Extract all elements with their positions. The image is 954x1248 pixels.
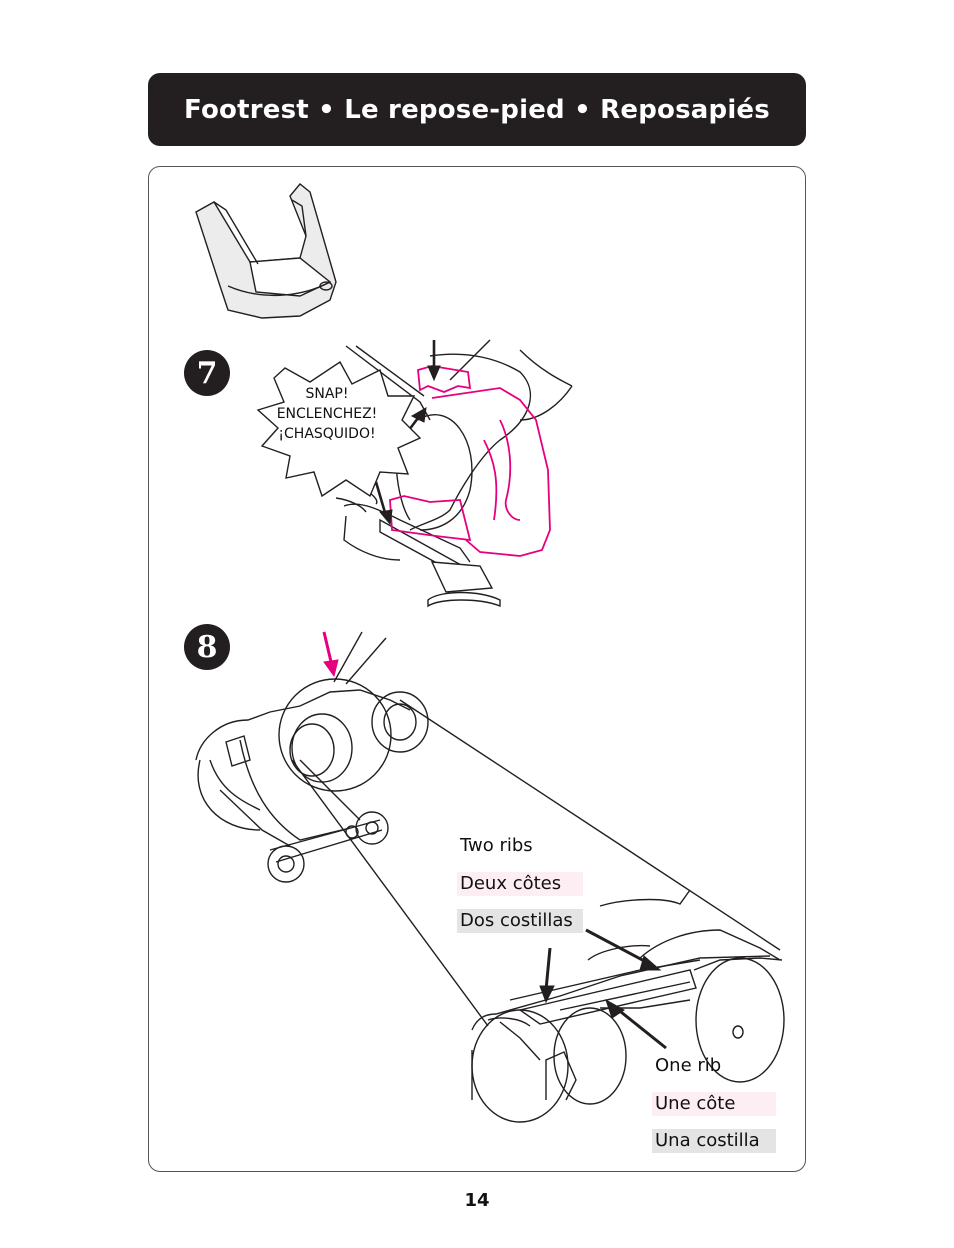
step8-stroller-drawing — [195, 678, 429, 883]
step-8-badge: 8 — [184, 624, 230, 670]
step8-magnify-lines — [291, 631, 781, 1027]
one-rib-label-en: One rib — [655, 1055, 722, 1076]
snap-burst-shape — [256, 360, 422, 498]
section-header: Footrest • Le repose-pied • Reposapiés — [148, 73, 806, 146]
snap-line-en: SNAP! — [305, 386, 349, 402]
step8-detail-arrows — [539, 928, 667, 1050]
step8-detail-drawing — [471, 889, 785, 1123]
footrest-part-drawing — [195, 183, 337, 319]
section-title: Footrest • Le repose-pied • Reposapiés — [184, 94, 770, 125]
illustration-frame — [148, 166, 806, 1172]
page-number: 14 — [464, 1190, 490, 1211]
two-ribs-label-fr: Deux côtes — [457, 872, 583, 896]
one-rib-label-es: Una costilla — [652, 1129, 776, 1153]
two-ribs-label-es: Dos costillas — [457, 909, 583, 933]
one-rib-label-fr: Une côte — [652, 1092, 776, 1116]
two-ribs-label-en: Two ribs — [460, 835, 533, 856]
step8-pink-arrow — [322, 631, 339, 678]
step7-highlight-parts — [389, 365, 551, 557]
snap-line-fr: ENCLENCHEZ! — [276, 406, 378, 422]
snap-line-es: ¡CHASQUIDO! — [278, 426, 376, 442]
step-7-badge: 7 — [184, 350, 230, 396]
snap-burst-text: SNAP! ENCLENCHEZ! ¡CHASQUIDO! — [262, 384, 392, 444]
